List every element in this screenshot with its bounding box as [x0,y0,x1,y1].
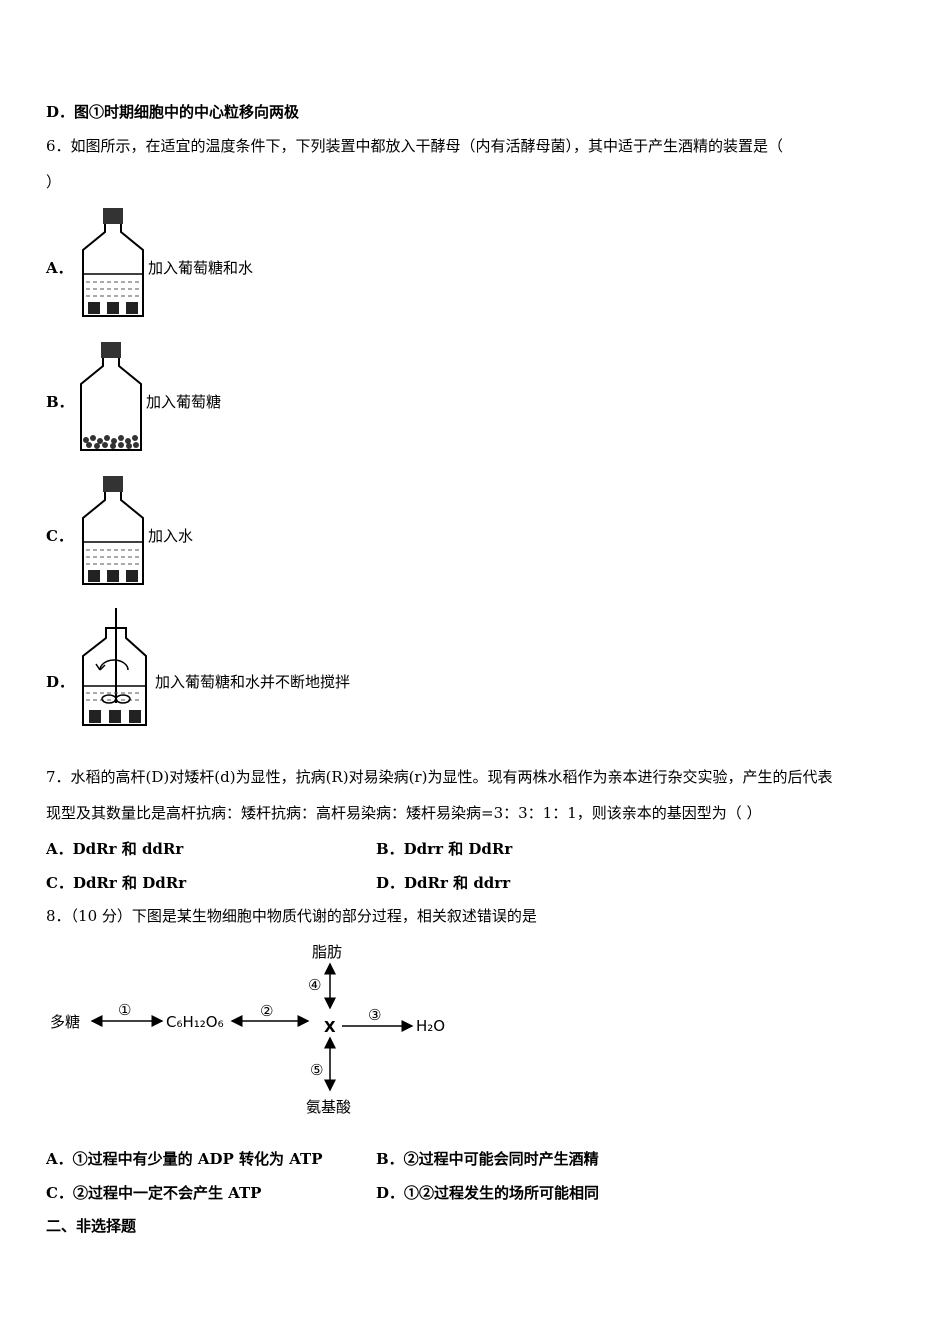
q6-option-c-label: C． [46,527,73,545]
q7-option-a: A．DdRr 和 ddRr [46,840,184,858]
q8-option-c: C．②过程中一定不会产生 ATP [46,1184,262,1202]
node-polysaccharide: 多糖 [50,1013,80,1031]
bottle-c-illustration [82,476,144,585]
metabolism-diagram: 多糖 C₆H₁₂O₆ X H₂O 脂肪 氨基酸 ① ② ③ ④ ⑤ [50,943,445,1116]
q6-stem-line2: ） [46,173,62,191]
q7-option-b: B．Ddrr 和 DdRr [376,840,513,858]
q8-stem: 8．（10 分）下图是某生物细胞中物质代谢的部分过程，相关叙述错误的是 [46,907,537,925]
q7-stem-line2: 现型及其数量比是高杆抗病：矮杆抗病：高杆易染病：矮杆易染病=3：3：1：1，则该… [46,804,762,822]
q7-stem-line1: 7．水稻的高杆(D)对矮杆(d)为显性，抗病(R)对易染病(r)为显性。现有两株… [46,768,833,786]
node-water: H₂O [416,1017,445,1035]
q5-option-d: D．图①时期细胞中的中心粒移向两极 [46,103,300,121]
q6-option-d-label: D． [46,673,75,691]
label-step5: ⑤ [310,1061,323,1079]
q8-option-d: D．①②过程发生的场所可能相同 [376,1184,600,1202]
label-step4: ④ [308,976,321,994]
q6-option-b-label: B． [46,393,74,411]
q6-option-b-text: 加入葡萄糖 [146,393,222,411]
bottle-a-illustration [82,208,144,317]
label-step1: ① [118,1001,131,1019]
q6-option-a-text: 加入葡萄糖和水 [148,259,254,277]
node-fat: 脂肪 [312,943,342,961]
q6-option-c-text: 加入水 [148,527,194,545]
bottle-cap [103,208,123,224]
q8-option-b: B．②过程中可能会同时产生酒精 [376,1150,599,1168]
q8-option-a: A．①过程中有少量的 ADP 转化为 ATP [46,1150,323,1168]
q6-stem-line1: 6．如图所示，在适宜的温度条件下，下列装置中都放入干酵母（内有活酵母菌），其中适… [46,137,784,155]
q7-option-c: C．DdRr 和 DdRr [46,874,187,892]
node-glucose: C₆H₁₂O₆ [166,1013,224,1031]
node-x: X [324,1018,336,1036]
label-step3: ③ [368,1006,381,1024]
label-step2: ② [260,1002,273,1020]
q6-option-d-text: 加入葡萄糖和水并不断地搅拌 [155,673,351,691]
bottle-d-illustration [82,608,147,726]
section-title: 二、非选择题 [46,1217,137,1235]
q7-option-d: D．DdRr 和 ddrr [376,874,511,892]
node-amino-acid: 氨基酸 [306,1098,351,1116]
q6-option-a-label: A． [46,259,73,277]
bottle-b-illustration [80,342,142,451]
